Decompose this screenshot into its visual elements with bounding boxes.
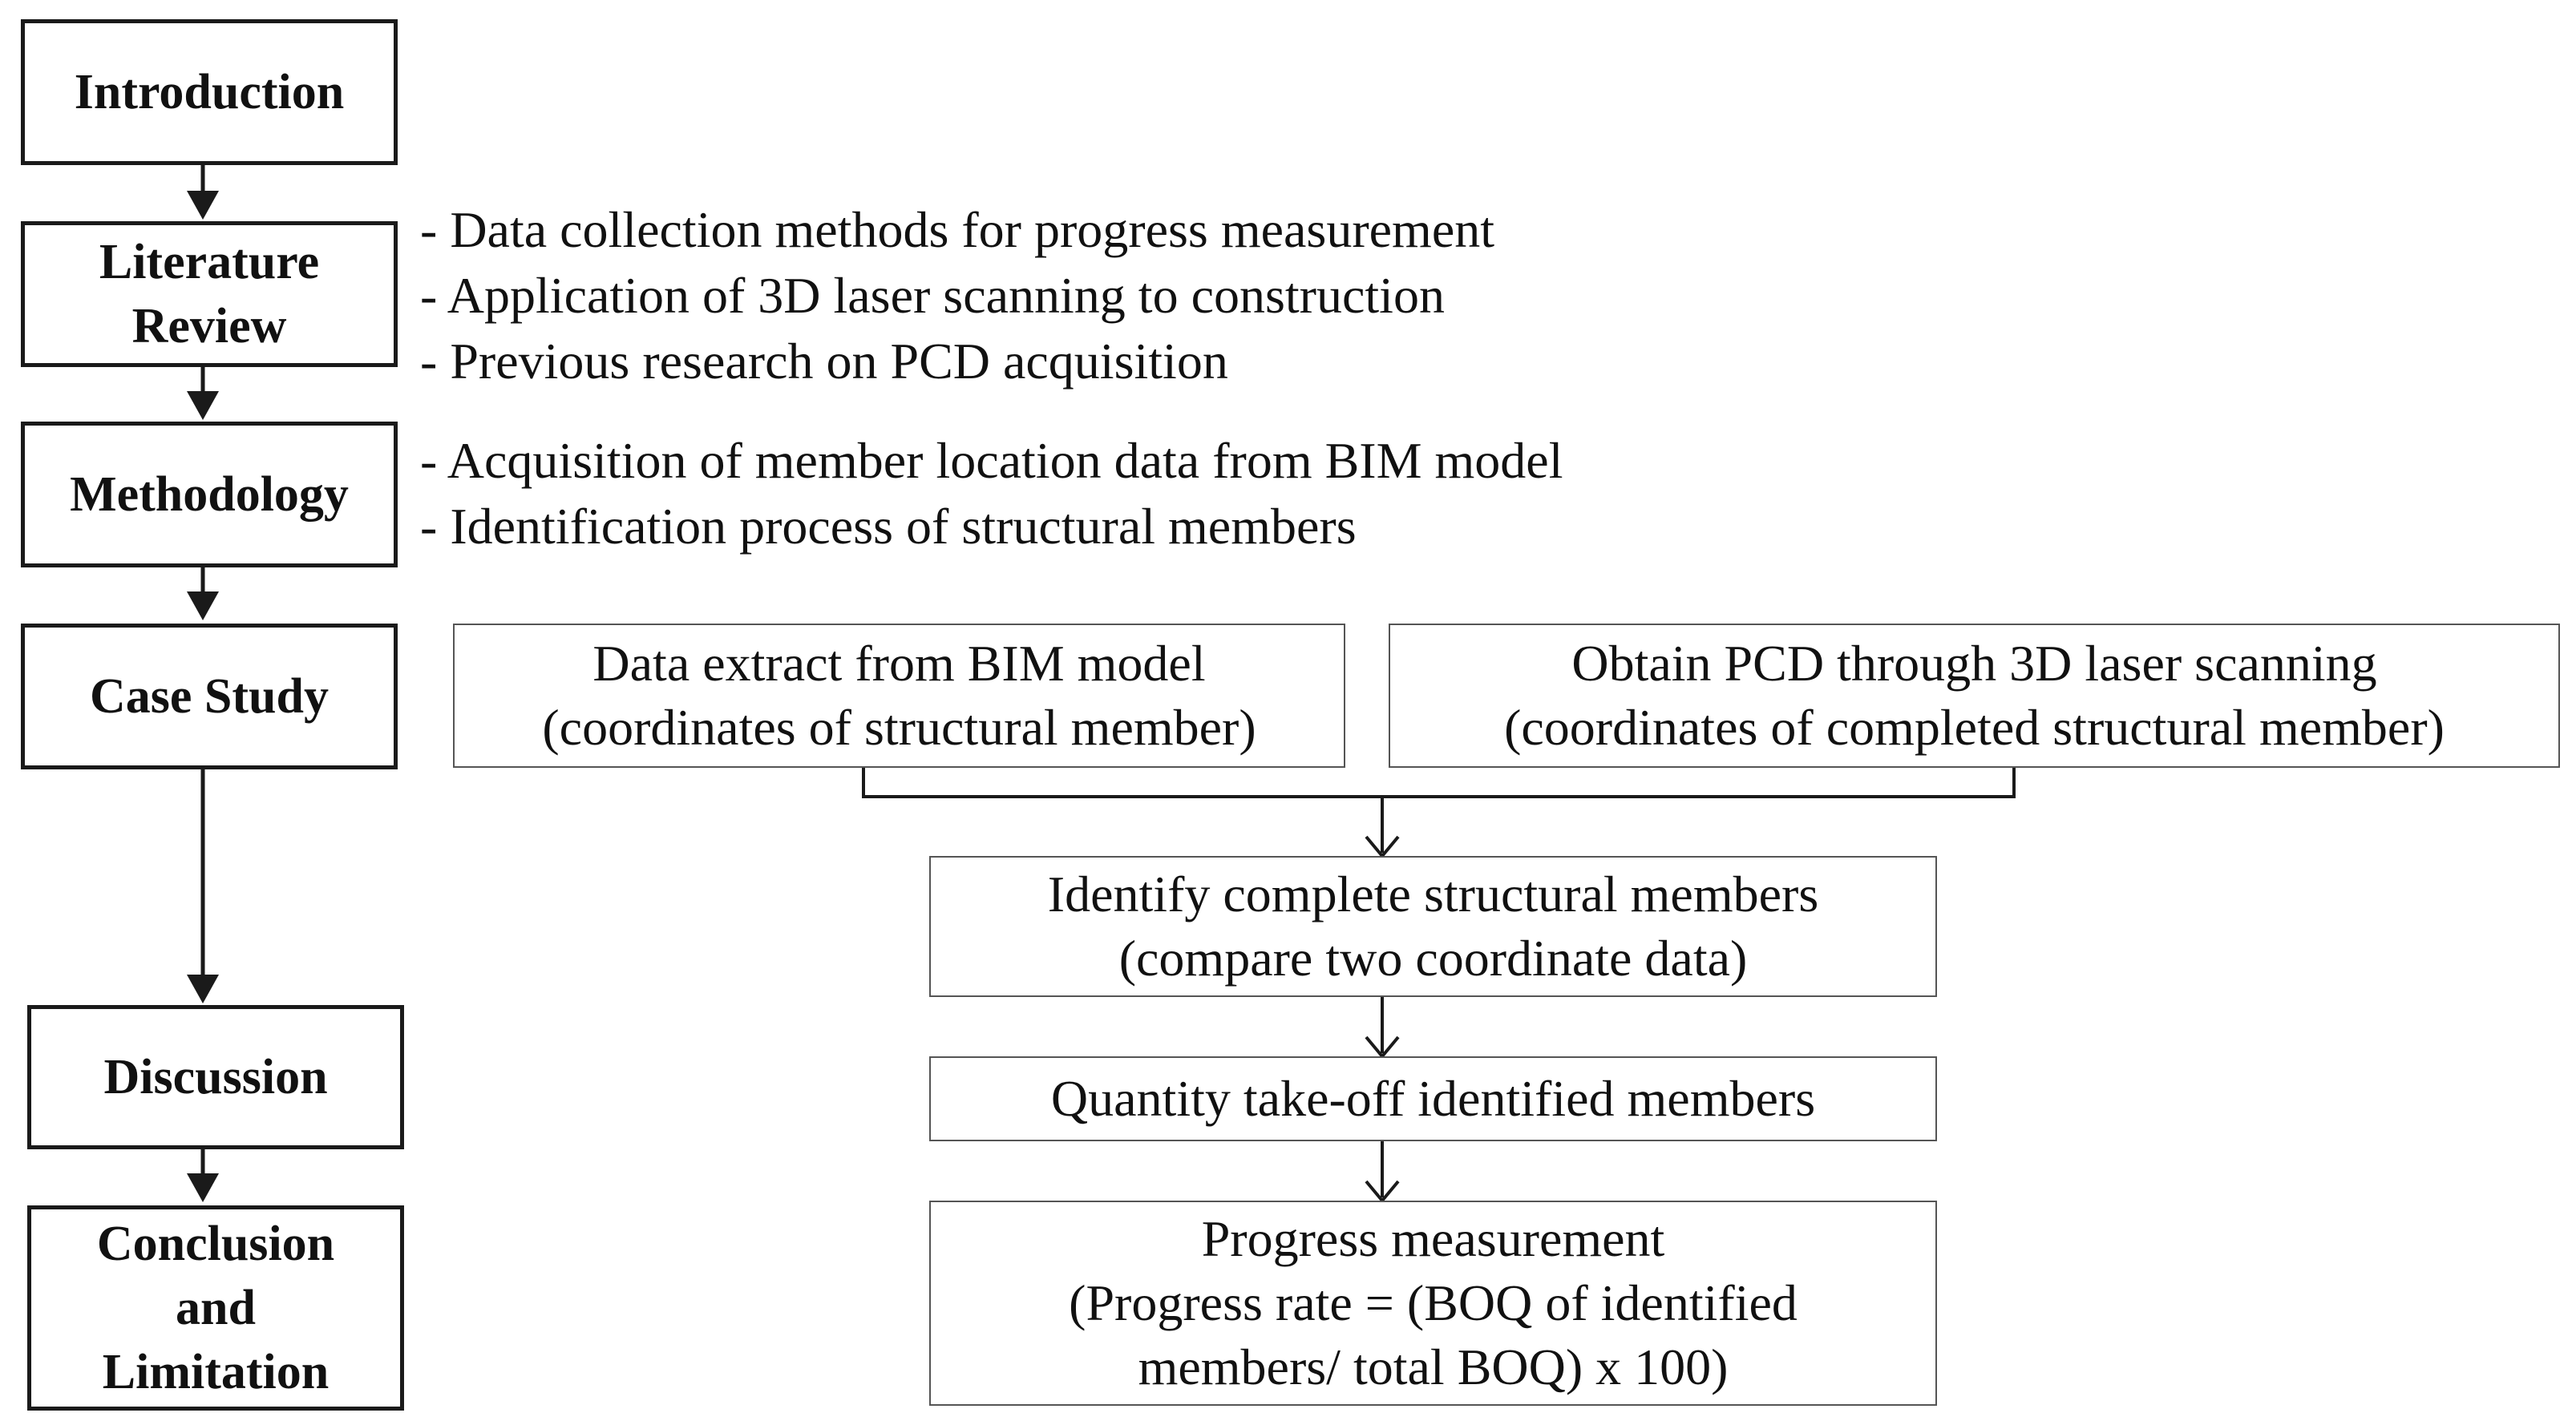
stage-discussion: Discussion [27, 1005, 404, 1149]
stage-arrowheads [187, 191, 219, 1202]
progress-box: Progress measurement (Progress rate = (B… [929, 1201, 1937, 1406]
methodology-note: - Acquisition of member location data fr… [420, 432, 1563, 489]
progress-formula-1: (Progress rate = (BOQ of identified [1069, 1274, 1798, 1331]
stage-introduction: Introduction [21, 19, 398, 165]
stage-conclusion-label-2: and [176, 1281, 256, 1335]
literature-note: - Data collection methods for progress m… [420, 201, 1494, 258]
quantity-box: Quantity take-off identified members [929, 1056, 1937, 1141]
stage-conclusion-label-1: Conclusion [96, 1217, 335, 1271]
arrowhead-methodology [187, 591, 219, 620]
literature-note: - Previous research on PCD acquisition [420, 333, 1228, 390]
stage-introduction-label: Introduction [74, 65, 345, 119]
pcd-scan-detail: (coordinates of completed structural mem… [1504, 699, 2445, 756]
stage-discussion-label: Discussion [103, 1050, 328, 1104]
identify-title: Identify complete structural members [1047, 866, 1819, 922]
stage-literature-review: Literature Review [21, 221, 398, 367]
stage-case-study: Case Study [21, 624, 398, 769]
quantity-title: Quantity take-off identified members [1050, 1070, 1816, 1127]
identify-detail: (compare two coordinate data) [1118, 930, 1748, 987]
arrowhead-discussion [187, 1173, 219, 1202]
literature-notes: - Data collection methods for progress m… [420, 197, 1494, 394]
stage-literature-review-label-2: Review [131, 299, 287, 353]
arrowhead-literature [187, 391, 219, 420]
stage-conclusion-label-3: Limitation [102, 1345, 330, 1399]
pcd-scan-title: Obtain PCD through 3D laser scanning [1571, 635, 2377, 692]
literature-note: - Application of 3D laser scanning to co… [420, 267, 1445, 324]
stage-case-study-label: Case Study [89, 669, 329, 724]
methodology-notes: - Acquisition of member location data fr… [420, 428, 1563, 559]
stage-methodology: Methodology [21, 422, 398, 567]
pcd-scan-box: Obtain PCD through 3D laser scanning (co… [1389, 624, 2560, 768]
arrowhead-introduction [187, 191, 219, 220]
stage-literature-review-label-1: Literature [99, 235, 320, 289]
progress-formula-2: members/ total BOQ) x 100) [1138, 1338, 1729, 1395]
stage-methodology-label: Methodology [70, 467, 349, 522]
methodology-note: - Identification process of structural m… [420, 498, 1357, 555]
identify-box: Identify complete structural members (co… [929, 856, 1937, 997]
arrowhead-case-study [187, 975, 219, 1003]
progress-title: Progress measurement [1201, 1210, 1665, 1267]
bim-extract-detail: (coordinates of structural member) [542, 699, 1256, 756]
bim-extract-title: Data extract from BIM model [592, 635, 1206, 692]
stage-conclusion: Conclusion and Limitation [27, 1205, 404, 1411]
bim-extract-box: Data extract from BIM model (coordinates… [453, 624, 1345, 768]
merge-connector [862, 768, 2016, 798]
